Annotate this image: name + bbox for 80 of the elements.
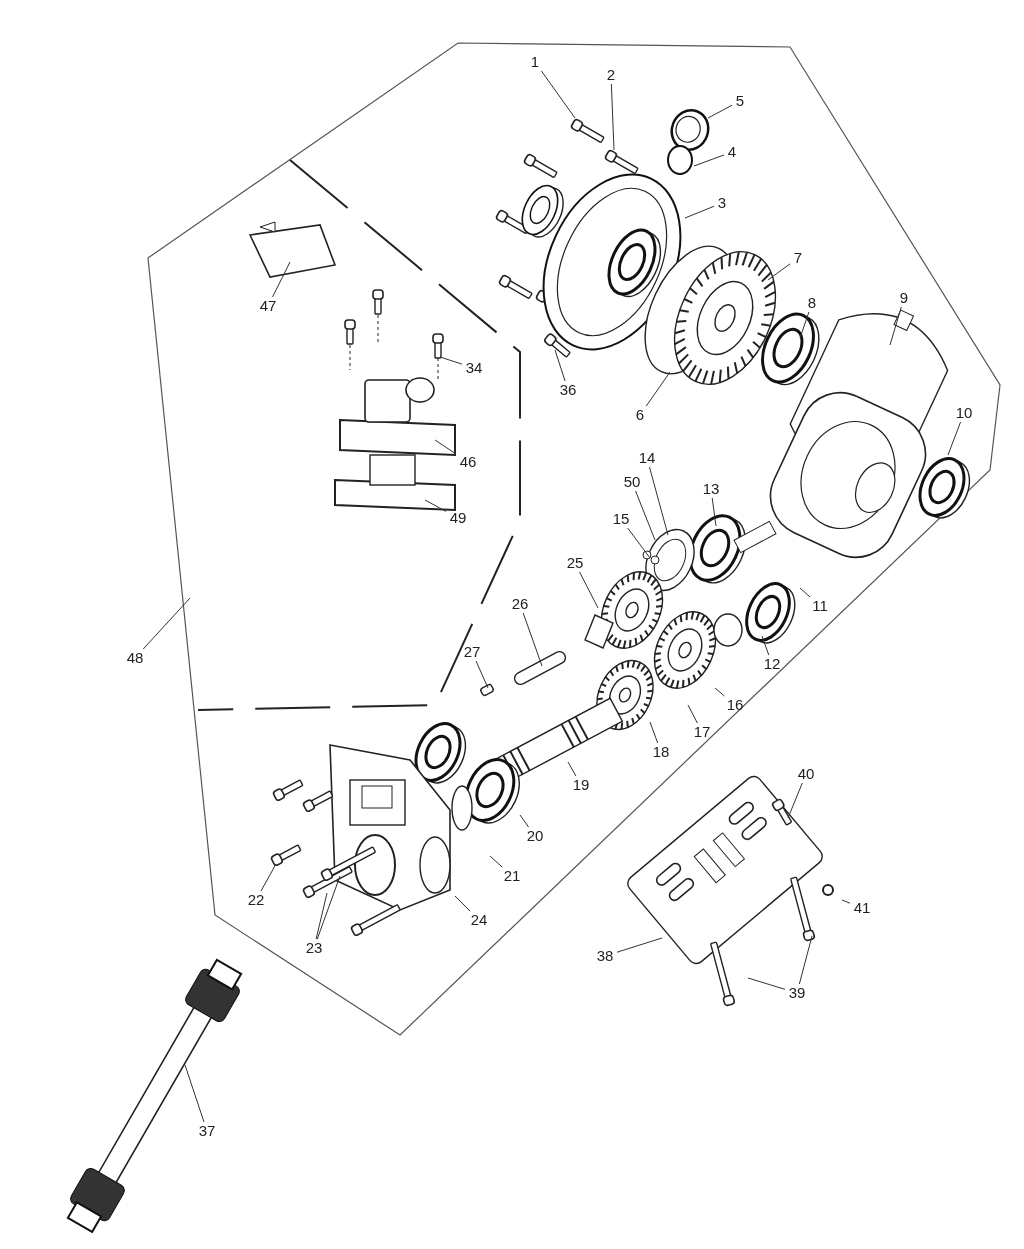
leader-line <box>567 761 577 777</box>
callout-number: 4 <box>725 143 739 161</box>
leader-line <box>627 527 651 559</box>
leader-line <box>579 571 599 609</box>
callout-number: 11 <box>809 597 831 615</box>
callout-number: 13 <box>700 480 722 498</box>
callout-number: 47 <box>257 297 279 315</box>
leader-line <box>947 421 962 456</box>
callout-number: 26 <box>509 595 531 613</box>
leader-line <box>787 782 803 819</box>
callout-number: 3 <box>715 194 729 212</box>
callout-number: 36 <box>557 381 579 399</box>
leader-line <box>645 371 671 407</box>
leader-line <box>649 721 659 744</box>
callout-number: 41 <box>851 899 873 917</box>
callout-number: 46 <box>457 453 479 471</box>
callout-number: 24 <box>468 911 490 929</box>
callout-number: 6 <box>633 406 647 424</box>
callout-number: 10 <box>953 404 975 422</box>
callout-number: 5 <box>733 92 747 110</box>
leader-line <box>272 261 291 298</box>
callout-number: 50 <box>621 473 643 491</box>
leader-line <box>799 587 811 598</box>
callout-number: 25 <box>564 554 586 572</box>
callout-number: 14 <box>636 449 658 467</box>
callout-number: 20 <box>524 827 546 845</box>
leader-line <box>489 855 503 868</box>
leader-line <box>616 937 663 953</box>
callout-number: 17 <box>691 723 713 741</box>
leader-line <box>761 635 770 656</box>
leader-line <box>747 977 786 990</box>
leader-line <box>454 895 471 912</box>
callout-number: 2 <box>604 66 618 84</box>
leader-line <box>316 875 341 940</box>
leader-line <box>142 597 191 650</box>
leader-line <box>519 814 530 828</box>
callout-number: 7 <box>791 249 805 267</box>
callout-number: 49 <box>447 509 469 527</box>
leader-line <box>841 899 851 904</box>
callout-number: 18 <box>650 743 672 761</box>
leader-line <box>714 687 725 697</box>
leader-line <box>635 490 656 541</box>
leader-line <box>648 466 669 536</box>
leader-line <box>184 1064 205 1123</box>
leader-line <box>434 439 457 455</box>
callout-number: 15 <box>610 510 632 528</box>
callout-number: 12 <box>761 655 783 673</box>
leader-line <box>260 863 277 892</box>
leader-line <box>799 311 810 339</box>
leader-line <box>687 704 698 724</box>
leader-line <box>798 935 813 985</box>
callout-number: 19 <box>570 776 592 794</box>
leader-line <box>711 497 717 527</box>
leader-line <box>540 70 576 119</box>
leader-line <box>554 349 566 382</box>
leader-line <box>439 356 463 365</box>
callout-number: 9 <box>897 289 911 307</box>
callout-number: 8 <box>805 294 819 312</box>
callout-number: 16 <box>724 696 746 714</box>
leader-line <box>610 83 615 151</box>
callout-number: 39 <box>786 984 808 1002</box>
leader-line <box>315 892 328 940</box>
leader-line <box>693 154 725 167</box>
leader-line <box>889 306 902 346</box>
callout-number: 37 <box>196 1122 218 1140</box>
callout-number: 22 <box>245 891 267 909</box>
callout-number: 40 <box>795 765 817 783</box>
leader-line <box>475 660 489 689</box>
callout-number: 48 <box>124 649 146 667</box>
callout-number: 23 <box>303 939 325 957</box>
callout-number: 27 <box>461 643 483 661</box>
leader-line <box>707 104 733 119</box>
leader-line <box>684 205 715 219</box>
leader-line <box>522 612 543 667</box>
leader-line <box>424 499 447 512</box>
callout-number: 1 <box>528 53 542 71</box>
callout-number: 34 <box>463 359 485 377</box>
leader-line <box>767 263 791 281</box>
callout-number: 38 <box>594 947 616 965</box>
callout-number: 21 <box>501 867 523 885</box>
